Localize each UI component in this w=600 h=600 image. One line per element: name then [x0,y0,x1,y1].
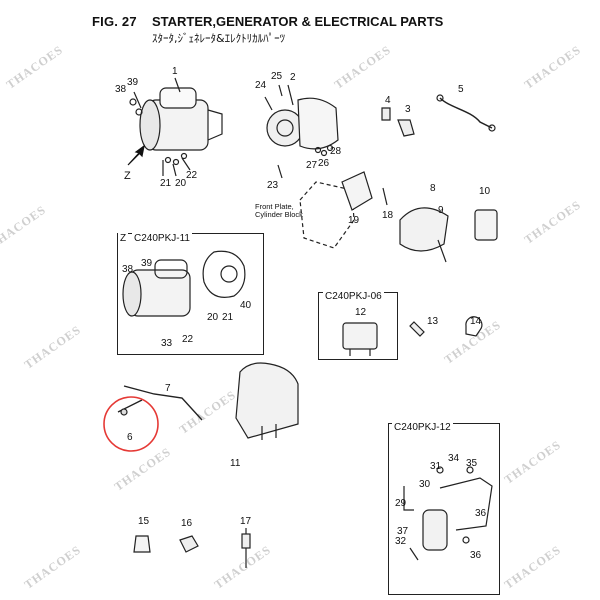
part-number[interactable]: 21 [160,178,172,189]
part-number[interactable]: 7 [165,383,171,394]
detail-box-c240pkj-06 [318,292,398,360]
part-number[interactable]: 26 [318,158,330,169]
part-number[interactable]: 13 [427,316,439,327]
part-number[interactable]: 36 [470,550,482,561]
battery-relay-part [235,362,299,440]
part-number[interactable]: 11 [230,458,241,469]
part-number[interactable]: 33 [161,338,173,349]
part-number[interactable]: 2 [290,72,296,83]
part-number[interactable]: 39 [141,258,153,269]
part-number[interactable]: 30 [419,479,431,490]
part-number[interactable]: 3 [405,104,411,115]
part-number[interactable]: 8 [430,183,436,194]
part-number[interactable]: 23 [267,180,279,191]
part-number[interactable]: 22 [182,334,194,345]
box-label-c240pkj-12: C240PKJ-12 [392,422,453,433]
part-number[interactable]: 20 [175,178,187,189]
box11-starter [122,250,246,317]
note-front-plate: Front Plate, [255,202,294,211]
part-number[interactable]: 12 [355,307,367,318]
box-label-c240pkj-11: C240PKJ-11 [132,233,192,244]
key-switch-part [399,207,449,263]
part-number[interactable]: 27 [306,160,318,171]
part-number[interactable]: 9 [438,205,444,216]
part-number[interactable]: 25 [271,71,283,82]
part-number[interactable]: 36 [475,508,487,519]
part-number[interactable]: 37 [397,526,409,537]
part-number[interactable]: 38 [122,264,134,275]
box-prefix-z: Z [118,233,129,244]
part-number[interactable]: 39 [127,77,139,88]
part-number[interactable]: 24 [255,80,267,91]
note-cylinder-block: Cylinder Block [255,210,303,219]
part-number[interactable]: 35 [466,458,478,469]
part-number[interactable]: 22 [186,170,198,181]
part-number[interactable]: 16 [181,518,193,529]
part-number[interactable]: 34 [448,453,460,464]
part-number[interactable]: 17 [240,516,252,527]
figure-subtitle: ｽﾀｰﾀ,ｼﾞｪﾈﾚｰﾀ&ｴﾚｸﾄﾘｶﾙﾊﾟｰﾂ [152,32,286,45]
part-number[interactable]: 18 [382,210,394,221]
part-number[interactable]: 38 [115,84,127,95]
part-number[interactable]: 31 [430,461,442,472]
part-number[interactable]: 20 [207,312,219,323]
box-label-c240pkj-06: C240PKJ-06 [323,291,384,302]
part-number[interactable]: 28 [330,146,342,157]
alternator-part [266,84,339,150]
view-label-z: Z [124,170,131,182]
part-number[interactable]: 14 [470,316,482,327]
part-number[interactable]: 19 [348,215,360,226]
highlight-circle [103,396,159,452]
starter-motor-part [139,77,223,151]
part-number[interactable]: 40 [240,300,252,311]
fuel-pump-part [403,477,493,551]
part-number[interactable]: 29 [395,498,407,509]
figure-number: FIG. 27 [92,14,137,29]
part-number[interactable]: 15 [138,516,150,527]
part-number[interactable]: 1 [172,66,178,77]
figure-title: STARTER,GENERATOR & ELECTRICAL PARTS [152,14,444,29]
part-number[interactable]: 21 [222,312,234,323]
part-number[interactable]: 10 [479,186,491,197]
part-number[interactable]: 4 [385,95,391,106]
part-number[interactable]: 32 [395,536,407,547]
part-number[interactable]: 6 [127,432,133,443]
part-number[interactable]: 5 [458,84,464,95]
